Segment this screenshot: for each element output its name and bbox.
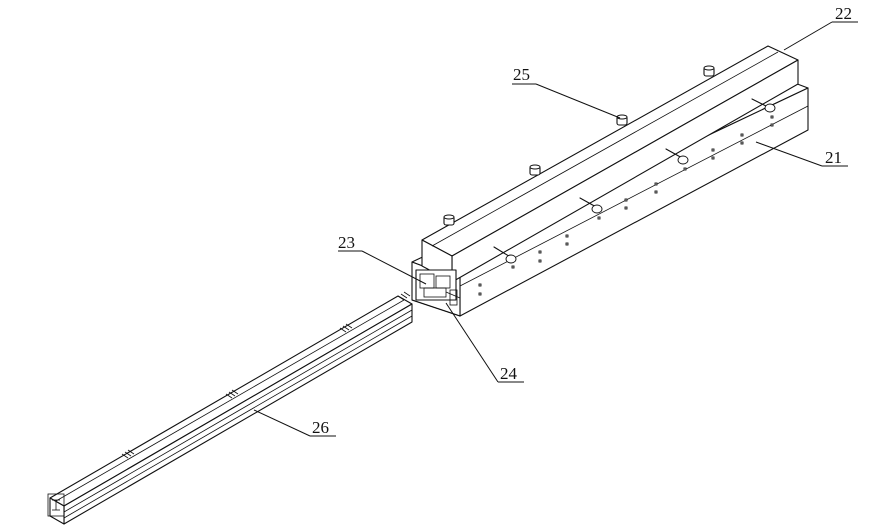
rail bbox=[47, 291, 413, 525]
leader-lines bbox=[253, 21, 858, 437]
bolt-2 bbox=[579, 197, 603, 214]
face-holes bbox=[478, 115, 774, 296]
label-22: 22 bbox=[835, 4, 852, 23]
bolt-4 bbox=[751, 98, 776, 113]
bolt-1 bbox=[493, 246, 517, 264]
label-21: 21 bbox=[825, 148, 842, 167]
top-bolt-2 bbox=[529, 164, 541, 176]
side-bolts bbox=[493, 98, 776, 264]
label-23: 23 bbox=[338, 233, 355, 252]
bolt-3 bbox=[665, 148, 689, 165]
top-bolt-4 bbox=[703, 65, 715, 77]
lower-block bbox=[411, 81, 809, 317]
top-bolt-1 bbox=[443, 214, 455, 226]
label-26: 26 bbox=[312, 418, 329, 437]
label-24: 24 bbox=[500, 364, 518, 383]
label-25: 25 bbox=[513, 65, 530, 84]
end-pocket bbox=[415, 269, 461, 306]
top-bolts bbox=[443, 65, 715, 226]
part-labels: 22 25 21 23 24 26 bbox=[312, 4, 852, 437]
rail-markers bbox=[121, 291, 411, 459]
top-bolt-3 bbox=[616, 114, 628, 126]
